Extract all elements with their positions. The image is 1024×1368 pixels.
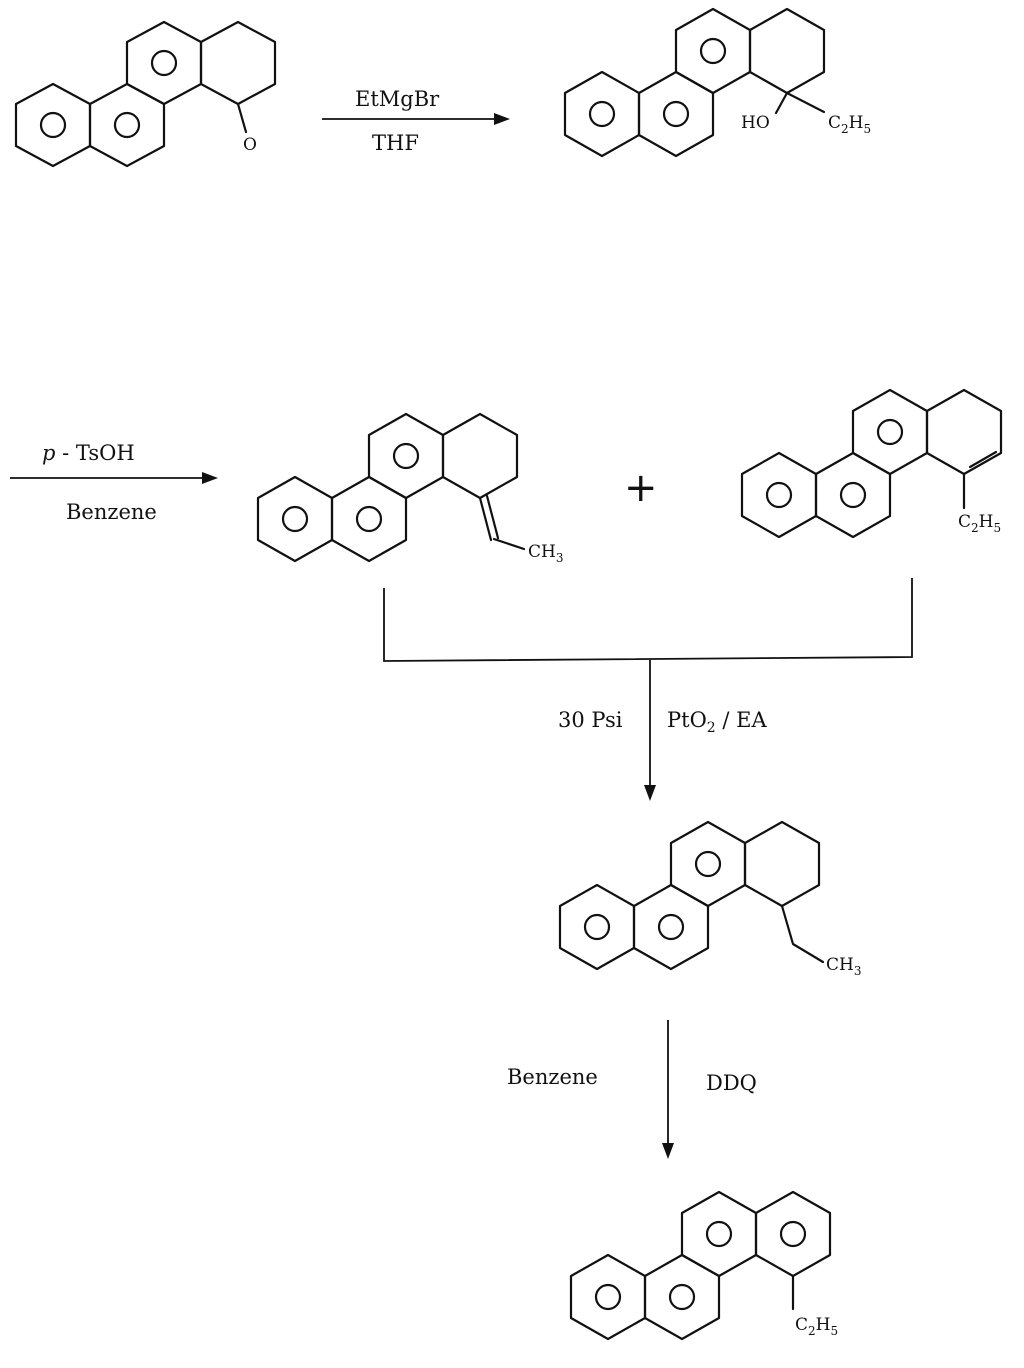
ring-c [125, 20, 203, 106]
aromatic-circle [150, 49, 178, 77]
reagent-ptsoh: p - TsOH [42, 441, 135, 465]
ethyl-label: C2H5 [828, 113, 871, 136]
ketone-skeleton [14, 20, 277, 168]
c-oh-bond [774, 91, 789, 115]
c-ethyl-bond [785, 91, 826, 114]
reagent-pressure: 30 Psi [558, 708, 623, 732]
ring-b [814, 451, 892, 539]
aromatic-skeleton [569, 1190, 832, 1341]
combining-bracket [383, 578, 913, 662]
aromatic-circle [392, 442, 420, 470]
step1-arrow-group: EtMgBr THF [322, 87, 510, 155]
aromatic-circle [113, 111, 141, 139]
ring-b [330, 475, 408, 563]
ring-b [88, 82, 166, 168]
ring-d [199, 20, 277, 106]
ring-c [851, 388, 929, 476]
methyl-label: CH3 [826, 955, 861, 978]
exocyclic-double-bond [478, 496, 493, 542]
aromatic-circle [588, 100, 616, 128]
ethyl-label: C2H5 [958, 512, 1001, 535]
aromatic-circle [839, 481, 867, 509]
ethylidene-skeleton [256, 412, 526, 563]
ring-c [669, 820, 747, 908]
aromatic-circle [694, 850, 722, 878]
step3-arrow-group: 30 Psi PtO2 / EA [383, 578, 913, 801]
ring-b [632, 883, 710, 971]
ring-b [637, 70, 715, 158]
aromatic-circle [779, 1220, 807, 1248]
reagent-benzene: Benzene [66, 500, 157, 524]
ring-d [754, 1190, 832, 1278]
aromatic-circle [657, 913, 685, 941]
ring-a [256, 475, 334, 563]
compound-alcohol: HO C2H5 [563, 7, 871, 158]
hydroxyl-label: HO [741, 113, 770, 133]
step2-arrow-group: p - TsOH Benzene [10, 441, 218, 524]
ring-a [14, 82, 92, 168]
ring-a [740, 451, 818, 539]
aromatic-circle [39, 111, 67, 139]
arrow-head-icon [202, 472, 218, 484]
aromatic-circle [281, 505, 309, 533]
arrow-head-icon [494, 113, 510, 125]
alkene-skeleton [740, 388, 1003, 539]
aromatic-circle [705, 1220, 733, 1248]
ring-d [925, 388, 1003, 476]
exocyclic-double-bond [485, 494, 500, 540]
methyl-bond [492, 537, 526, 551]
ring-d [748, 7, 826, 95]
aromatic-circle [594, 1283, 622, 1311]
reagent-thf: THF [372, 131, 419, 155]
tetrahydro-skeleton [558, 820, 825, 971]
step4-arrow-group: Benzene DDQ [507, 1020, 757, 1159]
ring-d [441, 412, 519, 500]
arrow-head-icon [662, 1143, 674, 1159]
reagent-catalyst: PtO2 / EA [667, 708, 767, 736]
aromatic-circle [355, 505, 383, 533]
aromatic-circle [668, 1283, 696, 1311]
ring-c [674, 7, 752, 95]
ring-a [558, 883, 636, 971]
ring-c [680, 1190, 758, 1278]
aromatic-circle [583, 913, 611, 941]
reagent-benzene: Benzene [507, 1065, 598, 1089]
aromatic-circle [699, 37, 727, 65]
compound-ethylidene: CH3 [256, 412, 563, 565]
oxygen-label: O [243, 135, 257, 155]
ring-d [743, 820, 821, 908]
ethyl-label: C2H5 [795, 1315, 838, 1338]
reagent-etmgbr: EtMgBr [355, 87, 440, 111]
ethyl-chain [780, 904, 825, 964]
aromatic-circle [765, 481, 793, 509]
aromatic-circle [662, 100, 690, 128]
ring-a [569, 1253, 647, 1341]
alcohol-skeleton [563, 7, 826, 158]
compound-ketone: O [14, 20, 277, 168]
ring-b [643, 1253, 721, 1341]
ring-double-bond [968, 450, 998, 469]
compound-ethyl-tetrahydro: CH3 [558, 820, 861, 978]
ring-a [563, 70, 641, 158]
compound-ethyl-aromatic: C2H5 [569, 1190, 838, 1341]
ring-c [367, 412, 445, 500]
plus-sign: + [624, 465, 658, 511]
methyl-label: CH3 [528, 542, 563, 565]
compound-endocyclic-alkene: C2H5 [740, 388, 1003, 539]
carbonyl-bond [236, 102, 248, 134]
arrow-head-icon [644, 785, 656, 801]
reagent-ddq: DDQ [706, 1071, 757, 1095]
aromatic-circle [876, 418, 904, 446]
